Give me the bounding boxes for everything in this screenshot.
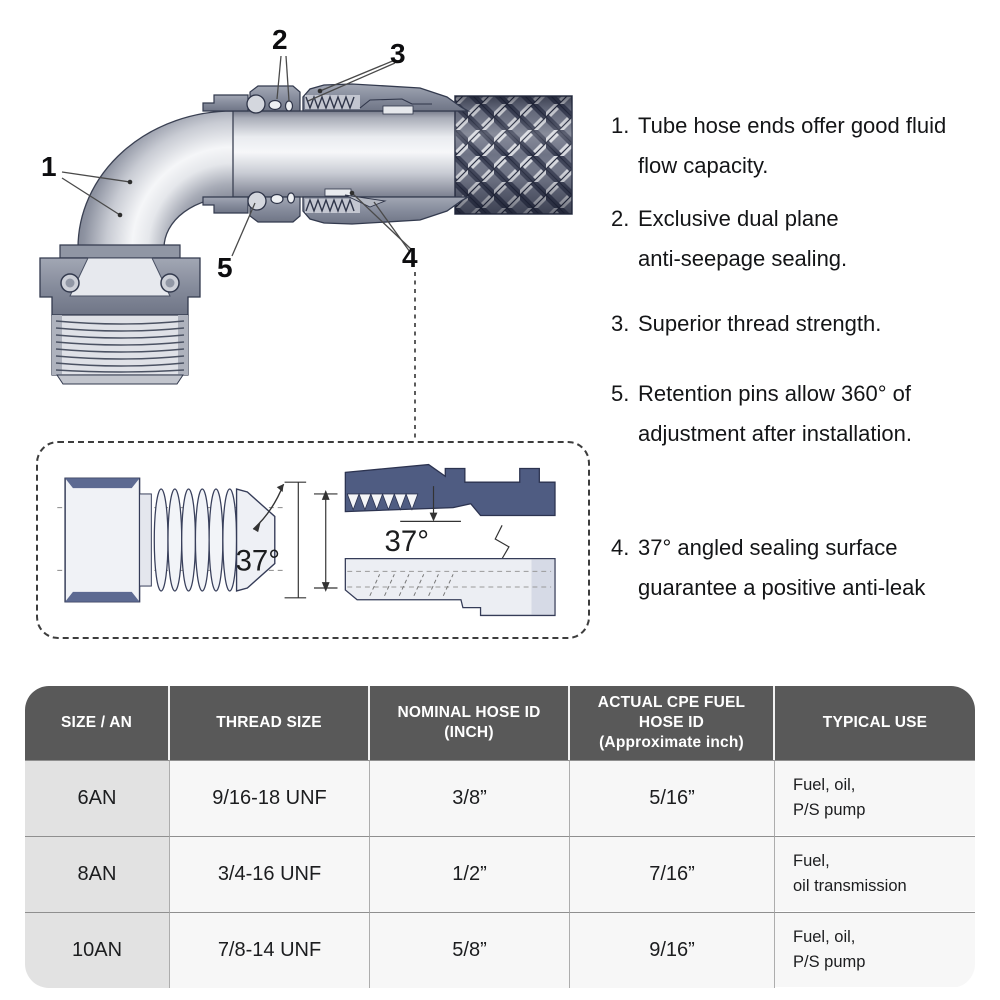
leader-lines xyxy=(61,55,413,257)
note-text: Tube hose ends offer good fluid flow cap… xyxy=(638,113,947,178)
table-row: 8AN 3/4-16 UNF 1/2” 7/16” Fuel, oil tran… xyxy=(25,836,975,912)
table-cell-nominal: 1/2” xyxy=(370,836,570,912)
seal-oring xyxy=(268,99,282,111)
table-header-actual: ACTUAL CPE FUEL HOSE ID (Approximate inc… xyxy=(570,686,775,760)
table-cell-nominal: 3/8” xyxy=(370,760,570,836)
angle-label-right: 37° xyxy=(385,525,429,558)
angle-label-left: 37° xyxy=(236,544,280,577)
callout-4-label: 4 xyxy=(402,242,418,273)
note-number: 2. xyxy=(611,206,630,231)
note-text: Retention pins allow 360° of adjustment … xyxy=(638,381,912,446)
callout-2-label: 2 xyxy=(272,24,288,55)
table-cell-thread: 7/8-14 UNF xyxy=(170,912,370,988)
note-number: 3. xyxy=(611,311,630,336)
table-cell-actual: 9/16” xyxy=(570,912,775,988)
note-number: 1. xyxy=(611,113,630,138)
note-text: 37° angled sealing surface guarantee a p… xyxy=(638,535,926,600)
note-item-1: 1. Tube hose ends offer good fluid flow … xyxy=(611,106,993,186)
retention-pin-ball xyxy=(247,191,267,211)
table-cell-size: 8AN xyxy=(25,836,170,912)
note-item-4: 4. 37° angled sealing surface guarantee … xyxy=(611,528,993,608)
socket-top xyxy=(302,83,471,115)
table-header-thread: THREAD SIZE xyxy=(170,686,370,760)
table-cell-actual: 5/16” xyxy=(570,760,775,836)
note-text: Exclusive dual plane anti-seepage sealin… xyxy=(638,206,848,271)
note-item-3: 3. Superior thread strength. xyxy=(611,304,993,344)
table-cell-nominal: 5/8” xyxy=(370,912,570,988)
note-text: Superior thread strength. xyxy=(638,311,882,336)
tube-body xyxy=(227,110,473,198)
swivel-nut xyxy=(39,244,201,385)
seal-oring xyxy=(284,100,294,112)
table-cell-thread: 9/16-18 UNF xyxy=(170,760,370,836)
table-header-row: SIZE / AN THREAD SIZE NOMINAL HOSE ID (I… xyxy=(25,686,975,760)
male-fitting-detail: 37° xyxy=(57,477,307,603)
note-number: 4. xyxy=(611,535,630,560)
table-row: 10AN 7/8-14 UNF 5/8” 9/16” Fuel, oil, P/… xyxy=(25,912,975,988)
table-cell-use: Fuel, oil transmission xyxy=(775,836,975,911)
detail-box: 37° 37° xyxy=(36,441,590,639)
sealing-surface-detail: 37° 37° xyxy=(57,463,556,617)
table-cell-use: Fuel, oil, P/S pump xyxy=(775,912,975,987)
table-header-nominal: NOMINAL HOSE ID (INCH) xyxy=(370,686,570,760)
braided-hose xyxy=(454,95,573,215)
retention-pin-ball xyxy=(246,94,266,114)
table-cell-size: 6AN xyxy=(25,760,170,836)
table-header-size: SIZE / AN xyxy=(25,686,170,760)
table-cell-use: Fuel, oil, P/S pump xyxy=(775,760,975,835)
internal-threads xyxy=(55,320,185,373)
female-fitting-detail: 37° xyxy=(313,463,556,617)
mid-nut-bottom xyxy=(202,191,301,223)
note-number: 5. xyxy=(611,381,630,406)
female-threads xyxy=(346,492,419,511)
callout-5-label: 5 xyxy=(217,252,233,283)
table-cell-actual: 7/16” xyxy=(570,836,775,912)
seal-oring xyxy=(286,192,296,204)
seal-oring xyxy=(270,193,284,205)
leader-dots xyxy=(117,88,355,218)
elbow-bend xyxy=(77,110,234,260)
thread-teeth xyxy=(305,197,355,214)
socket-bottom xyxy=(302,188,471,225)
callout-1-label: 1 xyxy=(41,151,57,182)
table-cell-thread: 3/4-16 UNF xyxy=(170,836,370,912)
male-threads xyxy=(153,488,238,592)
mid-nut-top xyxy=(202,85,301,114)
table-cell-size: 10AN xyxy=(25,912,170,988)
table-header-use: TYPICAL USE xyxy=(775,686,975,760)
hose-end-fitting-illustration xyxy=(39,55,573,438)
callout-3-label: 3 xyxy=(390,38,406,69)
note-item-2: 2. Exclusive dual plane anti-seepage sea… xyxy=(611,199,993,279)
thread-teeth xyxy=(305,94,355,111)
spec-table: SIZE / AN THREAD SIZE NOMINAL HOSE ID (I… xyxy=(25,686,975,988)
note-item-5: 5. Retention pins allow 360° of adjustme… xyxy=(611,374,993,454)
table-row: 6AN 9/16-18 UNF 3/8” 5/16” Fuel, oil, P/… xyxy=(25,760,975,836)
